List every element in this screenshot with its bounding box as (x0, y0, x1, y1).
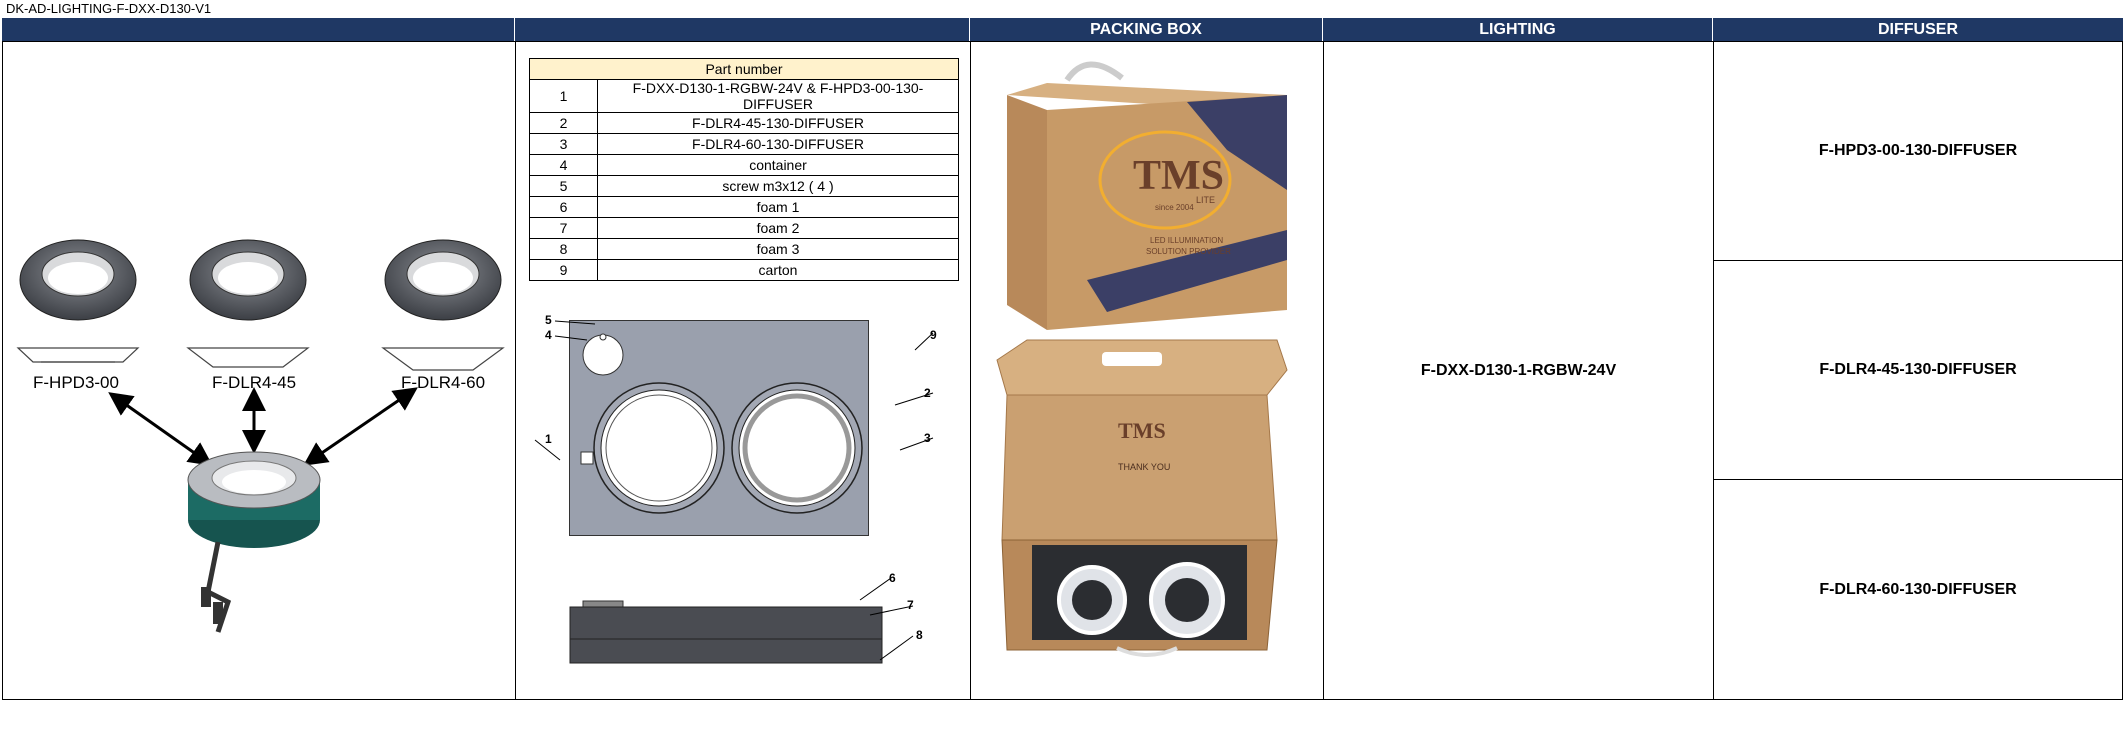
sheet-title: DK-AD-LIGHTING-F-DXX-D130-V1 (6, 1, 212, 16)
callout-3: 3 (924, 431, 931, 445)
part-no: 1 (529, 79, 598, 113)
diffuser-ring-2 (189, 239, 307, 321)
packing-top-view-detail (580, 333, 863, 514)
arrow-left (108, 392, 213, 466)
callout-leaders (534, 320, 934, 661)
part-name: F-DLR4-45-130-DIFFUSER (597, 112, 959, 134)
part-no: 6 (529, 196, 598, 218)
product-diagram (16, 239, 505, 633)
part-name: carton (597, 259, 959, 281)
diffuser-1: F-HPD3-00-130-DIFFUSER (1713, 41, 2123, 261)
ring-light-image (187, 451, 321, 633)
product-diagram-cell: F-HPD3-00 F-DLR4-45 F-DLR4-60 (2, 41, 516, 700)
callout-5: 5 (545, 313, 552, 327)
callout-1: 1 (545, 432, 552, 446)
part-no: 7 (529, 217, 598, 239)
part-name: container (597, 154, 959, 176)
header-blank-2 (515, 18, 970, 41)
packing-side-view (569, 600, 883, 664)
part-name: screw m3x12 ( 4 ) (597, 175, 959, 197)
box-brand-sub: LITE (1196, 195, 1216, 205)
arrow-right (303, 387, 418, 466)
part-no: 5 (529, 175, 598, 197)
box-brand-logo: TMS (1133, 153, 1225, 199)
box-tagline-2: SOLUTION PROVIDER (1146, 247, 1231, 256)
callout-2: 2 (924, 386, 931, 400)
callout-8: 8 (916, 628, 923, 642)
header-lighting: LIGHTING (1323, 18, 1713, 41)
parts-table-header: Part number (529, 58, 959, 80)
label-f-dlr4-60: F-DLR4-60 (401, 373, 486, 392)
box-inner-logo: TMS (1118, 418, 1166, 443)
part-name: foam 2 (597, 217, 959, 239)
part-no: 9 (529, 259, 598, 281)
diffuser-profile-3 (381, 347, 505, 371)
part-name: F-DLR4-60-130-DIFFUSER (597, 133, 959, 155)
box-thank-you: THANK YOU (1118, 462, 1171, 472)
part-name: F-DXX-D130-1-RGBW-24V & F-HPD3-00-130-DI… (597, 79, 959, 113)
part-name: foam 3 (597, 238, 959, 260)
part-name: foam 1 (597, 196, 959, 218)
diffuser-3: F-DLR4-60-130-DIFFUSER (1713, 479, 2123, 700)
diffuser-profile-2 (186, 347, 310, 368)
header-blank-1 (2, 18, 515, 41)
part-no: 3 (529, 133, 598, 155)
part-no: 8 (529, 238, 598, 260)
part-no: 2 (529, 112, 598, 134)
diffuser-profile-1 (16, 347, 140, 363)
callout-9: 9 (930, 328, 937, 342)
header-packing-box: PACKING BOX (970, 18, 1323, 41)
callout-4: 4 (545, 328, 552, 342)
header-diffuser: DIFFUSER (1713, 18, 2123, 41)
diffuser-ring-1 (19, 239, 137, 321)
callout-6: 6 (889, 571, 896, 585)
label-f-hpd3-00: F-HPD3-00 (33, 373, 119, 392)
parts-table-header-row: Part number (529, 58, 959, 80)
callout-7: 7 (907, 598, 914, 612)
part-no: 4 (529, 154, 598, 176)
box-since: since 2004 (1155, 203, 1194, 212)
label-f-dlr4-45: F-DLR4-45 (212, 373, 297, 392)
box-tagline-1: LED ILLUMINATION (1150, 236, 1224, 245)
lighting-model: F-DXX-D130-1-RGBW-24V (1323, 41, 1714, 700)
diffuser-ring-3 (384, 239, 502, 321)
diffuser-2: F-DLR4-45-130-DIFFUSER (1713, 260, 2123, 480)
packing-box-photo (996, 61, 1288, 657)
